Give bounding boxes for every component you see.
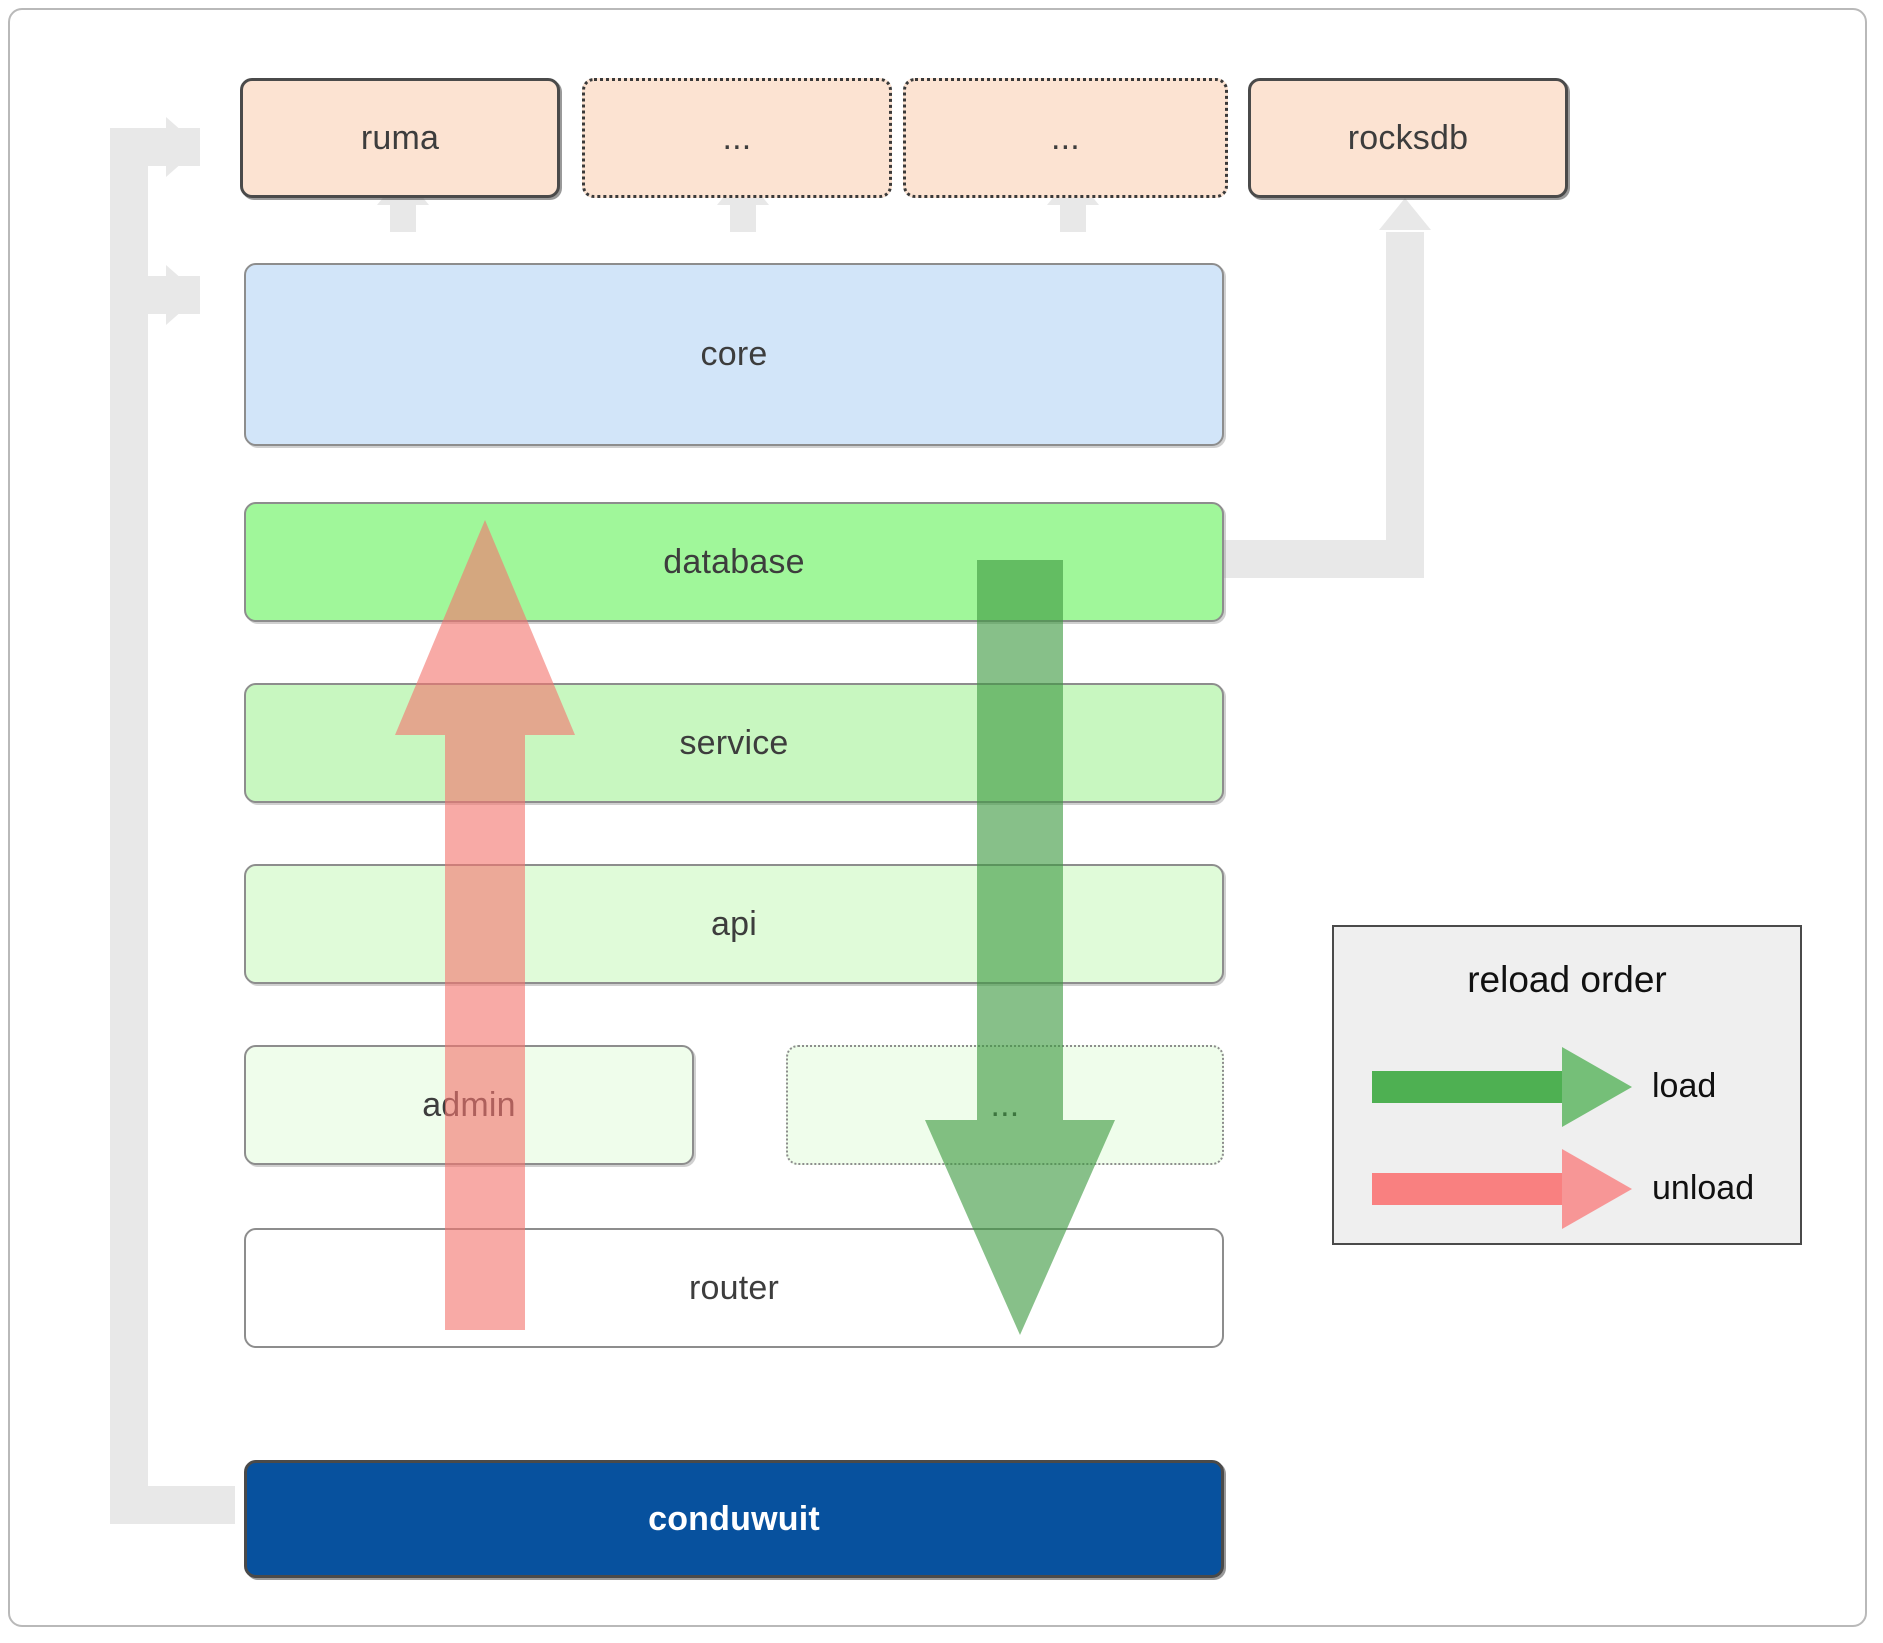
layer-core-label: core: [700, 335, 768, 373]
connector-left-spine: [110, 128, 148, 1512]
external-dep-placeholder-2[interactable]: ...: [903, 78, 1228, 198]
connector-arrowhead-rocksdb: [1379, 198, 1431, 230]
root-conduwuit-label: conduwuit: [648, 1499, 820, 1538]
layer-core[interactable]: core: [244, 263, 1224, 446]
legend-load-arrow: [1372, 1047, 1632, 1127]
legend-unload-arrow: [1372, 1149, 1632, 1229]
root-conduwuit[interactable]: conduwuit: [244, 1460, 1224, 1578]
legend-title: reload order: [1467, 959, 1667, 1000]
layer-service-label: service: [679, 723, 789, 762]
legend-panel: reload order load unload: [1332, 925, 1802, 1245]
connector-arrowhead-ruma: [166, 117, 200, 177]
external-dep-placeholder-2-label: ...: [1051, 118, 1080, 157]
connector-database-right: [1222, 540, 1402, 578]
external-dep-rocksdb[interactable]: rocksdb: [1248, 78, 1568, 198]
connector-to-conduwuit: [110, 1486, 235, 1524]
layer-api-label: api: [711, 904, 757, 943]
layer-database-label: database: [663, 542, 805, 581]
external-dep-ruma[interactable]: ruma: [240, 78, 560, 198]
external-dep-placeholder-1[interactable]: ...: [582, 78, 892, 198]
external-dep-rocksdb-label: rocksdb: [1347, 118, 1469, 157]
layer-router-label: router: [688, 1268, 780, 1307]
external-dep-ruma-label: ruma: [360, 118, 440, 157]
load-arrow: [925, 560, 1115, 1335]
unload-arrow: [395, 520, 575, 1330]
legend-load-label: load: [1652, 1067, 1717, 1105]
connector-arrowhead-core: [166, 265, 200, 325]
external-dep-placeholder-1-label: ...: [722, 118, 752, 157]
connector-database-up: [1386, 232, 1424, 578]
legend-unload-label: unload: [1652, 1169, 1755, 1207]
